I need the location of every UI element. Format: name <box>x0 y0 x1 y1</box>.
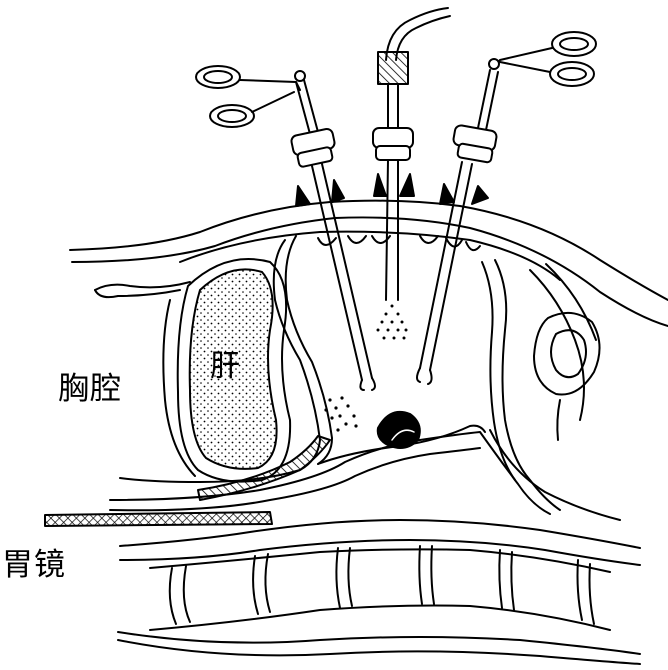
lesion <box>376 410 421 449</box>
spray-dots <box>324 396 358 432</box>
right-forceps-icon <box>416 31 597 385</box>
right-contours <box>489 263 621 521</box>
chest-cavity-label: 胸腔 <box>58 371 122 407</box>
gastroscope-tube <box>117 519 641 665</box>
lower-contour <box>109 424 516 512</box>
gastroscope-label: 胃镜 <box>2 547 66 583</box>
center-spray-catheter-icon <box>372 7 451 301</box>
abdominal-wall <box>69 199 668 327</box>
peritoneal-lobules <box>317 235 481 252</box>
left-forceps-icon <box>195 65 376 391</box>
hatched-duct <box>44 435 331 527</box>
right-cyst <box>533 311 601 396</box>
liver-label: 肝 <box>210 349 240 384</box>
catheter-spray <box>376 304 408 340</box>
peritoneal-cavity <box>119 235 561 515</box>
left-vessel <box>94 281 191 299</box>
liver <box>162 258 292 483</box>
